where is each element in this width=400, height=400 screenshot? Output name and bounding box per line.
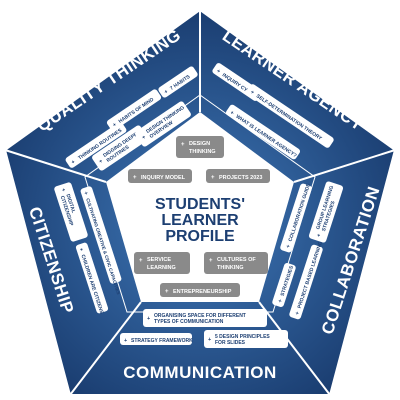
communication-item-strategy-framework[interactable]: + STRATEGY FRAMEWORK [120,333,193,345]
svg-text:+: + [98,159,104,166]
svg-text:+: + [211,175,215,181]
svg-text:+: + [229,110,235,117]
svg-text:+: + [163,89,169,96]
svg-text:+: + [112,122,118,129]
inner-item-design-thinking[interactable]: + DESIGN THINKING [176,136,224,158]
svg-text:DIGITAL: DIGITAL [64,193,76,214]
svg-text:SERVICE: SERVICE [147,257,171,263]
svg-text:+: + [209,258,213,264]
svg-text:+: + [316,233,323,238]
communication-title: COMMUNICATION [123,363,277,382]
svg-text:+: + [165,289,169,295]
svg-text:+: + [249,89,255,96]
svg-text:CULTURES OF: CULTURES OF [217,257,256,263]
svg-text:FOR SLIDES: FOR SLIDES [215,340,246,346]
svg-text:LEARNING: LEARNING [147,265,176,271]
svg-text:+: + [141,135,147,142]
svg-text:+: + [82,191,89,196]
svg-text:+: + [77,247,84,252]
svg-text:INQUIRY MODEL: INQUIRY MODEL [141,175,186,181]
svg-text:ORGANISING SPACE FOR DIFFERENT: ORGANISING SPACE FOR DIFFERENT [154,313,246,319]
svg-text:ENTREPRENEURSHIP: ENTREPRENEURSHIP [173,289,232,295]
svg-text:TYPES OF COMMUNICATION: TYPES OF COMMUNICATION [154,319,224,325]
svg-text:THINKING: THINKING [189,149,216,155]
svg-text:+: + [59,188,66,193]
inner-item-projects-2023[interactable]: + PROJECTS 2023 [206,169,270,183]
svg-text:STRATEGY FRAMEWORK: STRATEGY FRAMEWORK [131,338,193,344]
svg-text:DESIGN: DESIGN [189,141,210,147]
svg-text:+: + [124,338,127,344]
svg-text:+: + [285,244,292,249]
communication-item-organising-space[interactable]: + ORGANISING SPACE FOR DIFFERENT TYPES O… [143,309,267,327]
svg-text:+: + [147,316,150,322]
svg-text:+: + [295,311,302,316]
svg-text:THINKING: THINKING [217,265,244,271]
svg-text:+: + [133,175,137,181]
inner-item-service-learning[interactable]: + SERVICE LEARNING [134,252,190,274]
svg-text:+: + [71,159,77,166]
inner-item-entrepreneurship[interactable]: + ENTREPRENEURSHIP [160,283,240,297]
svg-text:+: + [208,337,211,343]
svg-text:+: + [277,299,284,304]
svg-text:PROJECTS 2023: PROJECTS 2023 [219,175,262,181]
center-title-line-3: PROFILE [165,228,235,245]
svg-text:+: + [215,68,221,75]
svg-text:+: + [181,142,185,148]
inner-item-inquiry-model[interactable]: + INQUIRY MODEL [128,169,192,183]
svg-text:5 DESIGN PRINCIPLES: 5 DESIGN PRINCIPLES [215,334,270,340]
center-title-line-2: LEARNER [161,212,239,229]
inner-item-cultures-of-thinking[interactable]: + CULTURES OF THINKING [204,252,268,274]
communication-item-5-design-principles[interactable]: + 5 DESIGN PRINCIPLES FOR SLIDES [204,330,288,348]
svg-text:+: + [139,258,143,264]
center-title-line-1: STUDENTS' [155,196,245,213]
